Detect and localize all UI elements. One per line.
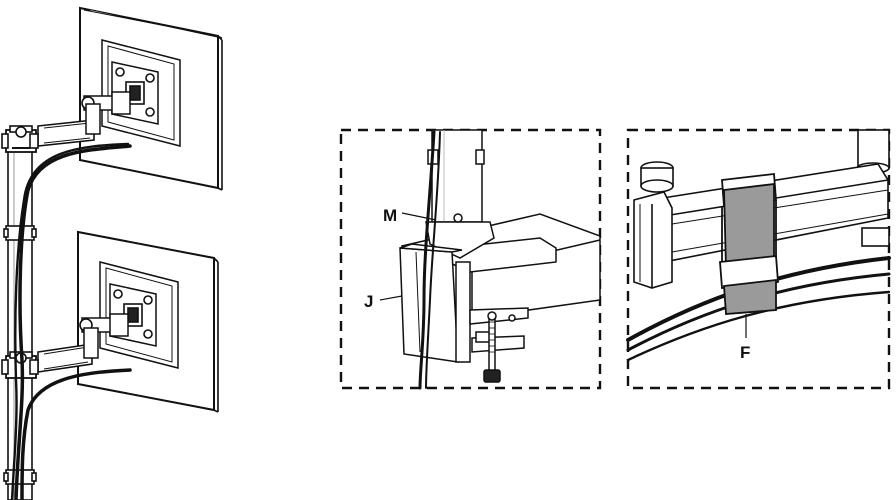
label-f: F (740, 343, 750, 362)
desk-clamp-icon (483, 311, 516, 383)
cables-left (10, 142, 132, 500)
monitor-upper (79, 6, 223, 191)
cables-clamp (418, 130, 441, 390)
arm-upper (1, 103, 101, 153)
detail-panel-clamp: M J (339, 128, 602, 390)
pole-assembly (1, 6, 223, 500)
label-m: M (383, 206, 397, 225)
cable-cover-j (399, 243, 471, 363)
monitor-lower (77, 230, 219, 413)
detail-panel-arm-clip: F (626, 128, 891, 390)
pole-cable-clip-lower (3, 469, 37, 485)
label-j: J (364, 292, 373, 311)
cable-clip-icon (719, 172, 779, 315)
